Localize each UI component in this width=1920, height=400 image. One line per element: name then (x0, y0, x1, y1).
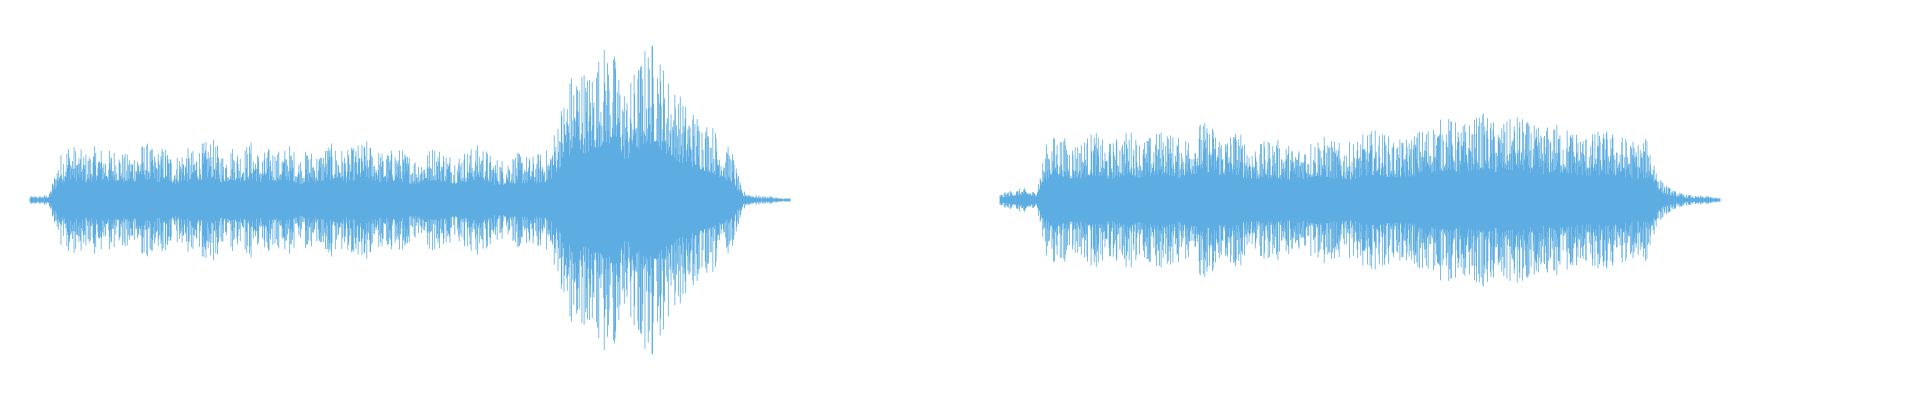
waveform-right (999, 113, 1721, 287)
waveform-left (29, 45, 791, 355)
